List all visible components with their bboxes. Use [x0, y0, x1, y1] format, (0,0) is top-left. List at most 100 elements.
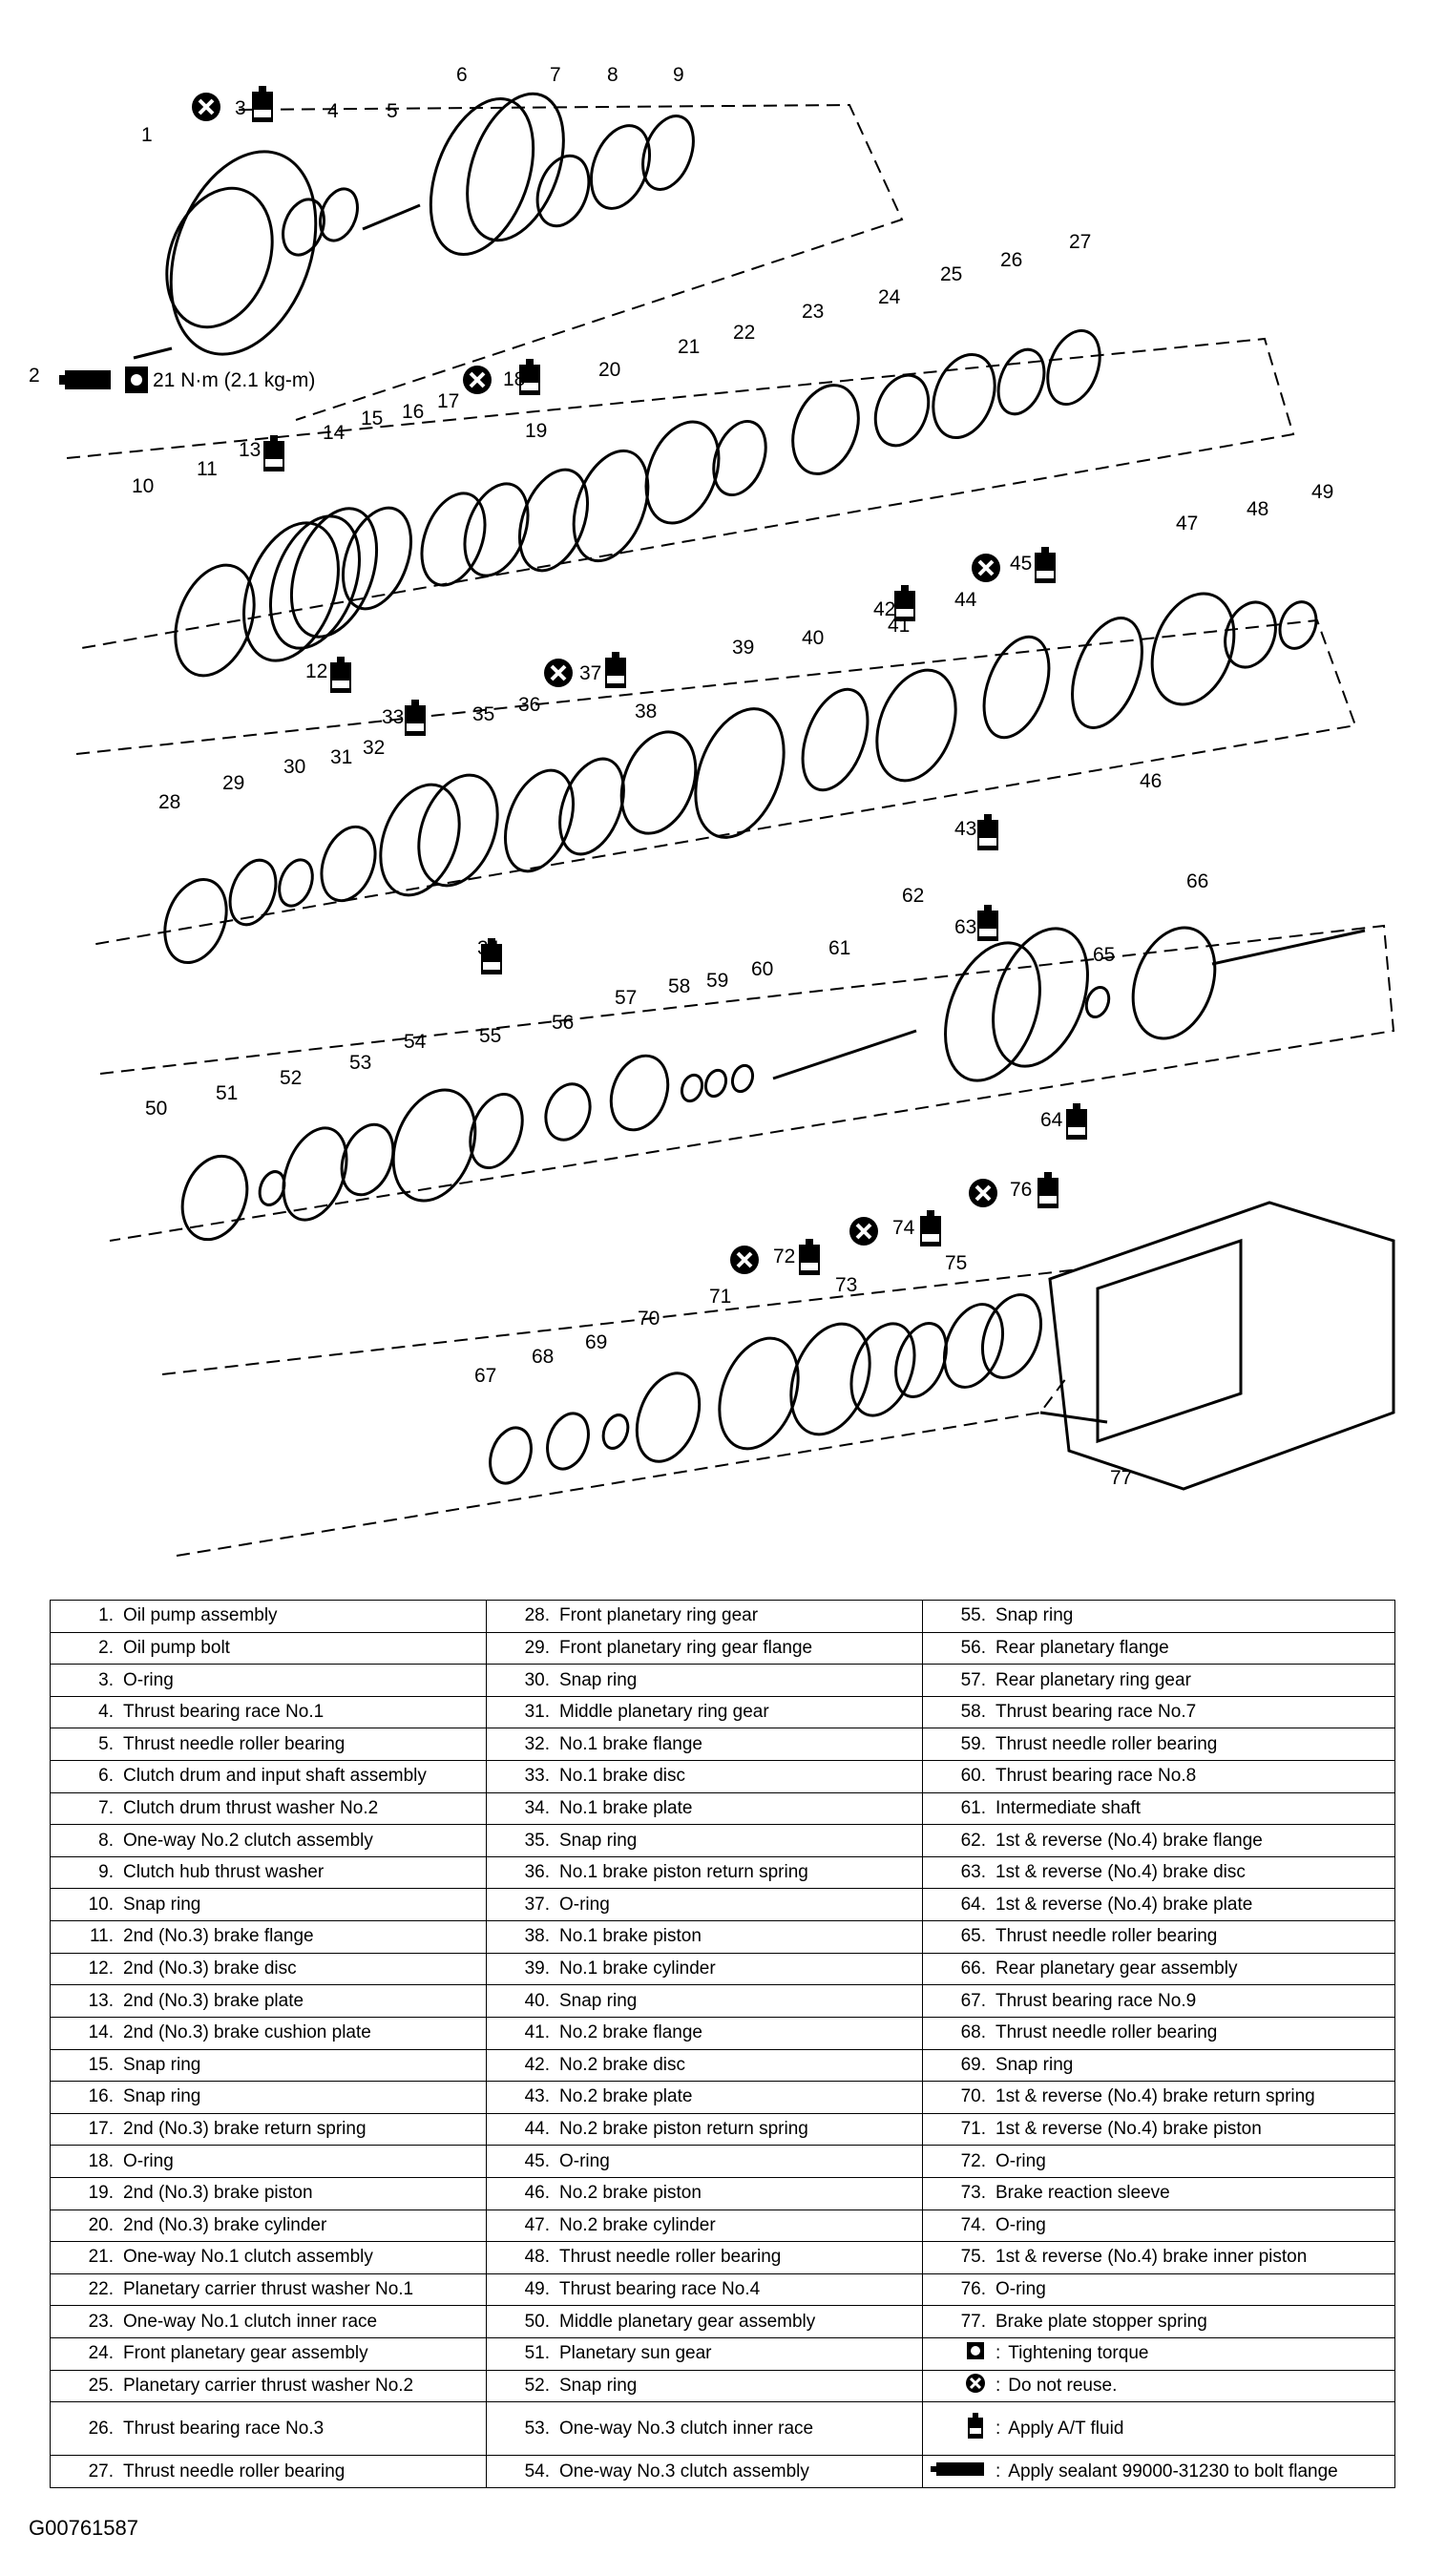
callout-55: 55	[479, 1025, 501, 1047]
part-name: 1st & reverse (No.4) brake flange	[995, 1830, 1263, 1851]
part-cell: 41.No.2 brake flange	[486, 2016, 923, 2050]
part-name: Rear planetary ring gear	[995, 1669, 1191, 1690]
part-cell: 34.No.1 brake plate	[486, 1791, 923, 1826]
part-number: 21.	[88, 2247, 114, 2268]
part-name: Clutch hub thrust washer	[123, 1862, 325, 1883]
part-number: 73.	[960, 2183, 986, 2204]
callout-72: 72	[773, 1246, 795, 1267]
part-number: 76.	[960, 2279, 986, 2300]
part-number: 55.	[960, 1605, 986, 1626]
part-number: 50.	[524, 2311, 550, 2332]
row2-parts	[174, 328, 1101, 678]
legend-colon: :	[995, 2461, 1001, 2482]
part-name: Front planetary gear assembly	[123, 2343, 368, 2364]
callout-54: 54	[404, 1031, 427, 1053]
part-name: No.1 brake flange	[559, 1733, 702, 1754]
callout-35: 35	[472, 703, 494, 725]
part-cell: 49.Thrust bearing race No.4	[486, 2272, 923, 2307]
part-cell: 21. One-way No.1 clutch assembly	[50, 2241, 487, 2274]
callout-65: 65	[1093, 944, 1115, 966]
part-cell: 39.No.1 brake cylinder	[486, 1952, 923, 1986]
part-number: 74.	[960, 2214, 986, 2235]
part-name: No.2 brake plate	[559, 2086, 693, 2107]
callout-49: 49	[1311, 481, 1333, 503]
part-name: Thrust bearing race No.9	[995, 1990, 1197, 2011]
group-boundaries	[66, 103, 1395, 1557]
part-cell: 56.Rear planetary flange	[922, 1631, 1395, 1665]
part-cell: 69.Snap ring	[922, 2048, 1395, 2083]
part-number: 63.	[960, 1862, 986, 1883]
part-name: 2nd (No.3) brake cushion plate	[123, 2022, 371, 2043]
callout-31: 31	[330, 746, 352, 768]
part-cell: 14.2nd (No.3) brake cushion plate	[50, 2016, 487, 2050]
callout-68: 68	[532, 1346, 554, 1368]
part-cell: 72.O-ring	[922, 2145, 1395, 2178]
part-cell: 57. Rear planetary ring gear	[922, 1664, 1395, 1697]
part-cell: 19.2nd (No.3) brake piston	[50, 2176, 487, 2210]
part-cell: 12.2nd (No.3) brake disc	[50, 1952, 487, 1986]
part-cell: 77.Brake plate stopper spring	[922, 2305, 1395, 2339]
part-cell: 16.Snap ring	[50, 2081, 487, 2114]
part-number: 29.	[524, 1637, 550, 1658]
part-name: Snap ring	[995, 2054, 1074, 2075]
part-cell: 46.No.2 brake piston	[486, 2176, 923, 2210]
part-cell: 48.Thrust needle roller bearing	[486, 2241, 923, 2274]
callout-40: 40	[802, 627, 824, 649]
part-number: 65.	[960, 1926, 986, 1947]
part-cell: 3.O-ring	[50, 1664, 487, 1697]
part-cell: 71.1st & reverse (No.4) brake piston	[922, 2112, 1395, 2147]
part-cell: 25.Planetary carrier thrust washer No.2	[50, 2369, 487, 2403]
part-number: 19.	[88, 2183, 114, 2204]
part-cell: 36.No.1 brake piston return spring	[486, 1855, 923, 1890]
part-number: 24.	[88, 2343, 114, 2364]
part-name: One-way No.1 clutch assembly	[123, 2247, 373, 2268]
part-name: One-way No.3 clutch assembly	[559, 2461, 809, 2482]
part-number: 44.	[524, 2119, 550, 2140]
part-name: Snap ring	[123, 2086, 201, 2107]
legend-cell-fluid: :Apply A/T fluid	[922, 2401, 1395, 2457]
part-name: Thrust needle roller bearing	[123, 1733, 346, 1754]
legend-text: Do not reuse.	[1008, 2375, 1118, 2396]
sealant-icon	[931, 2461, 992, 2483]
part-name: Snap ring	[123, 2054, 201, 2075]
part-number: 57.	[960, 1669, 986, 1690]
callout-14: 14	[323, 422, 346, 444]
part-number: 22.	[88, 2279, 114, 2300]
part-cell: 75.1st & reverse (No.4) brake inner pist…	[922, 2241, 1395, 2274]
part-number: 68.	[960, 2022, 986, 2043]
part-number: 49.	[524, 2279, 550, 2300]
part-name: Thrust bearing race No.7	[995, 1702, 1197, 1723]
part-number: 59.	[960, 1733, 986, 1754]
callout-24: 24	[878, 286, 901, 308]
part-cell: 67.Thrust bearing race No.9	[922, 1984, 1395, 2018]
part-cell: 11.2nd (No.3) brake flange	[50, 1920, 487, 1954]
row5-parts	[489, 1201, 1395, 1491]
part-cell: 26.Thrust bearing race No.3	[50, 2401, 487, 2457]
callout-5: 5	[387, 100, 398, 122]
part-name: Front planetary ring gear flange	[559, 1637, 813, 1658]
part-number: 34.	[524, 1797, 550, 1818]
part-name: Thrust needle roller bearing	[995, 2022, 1218, 2043]
part-cell: 45.O-ring	[486, 2145, 923, 2178]
callout-51: 51	[216, 1082, 238, 1104]
part-number: 11.	[89, 1926, 114, 1947]
callout-10: 10	[132, 475, 154, 497]
part-number: 6.	[98, 1766, 114, 1787]
part-cell: 54.One-way No.3 clutch assembly	[486, 2455, 923, 2488]
part-name: Oil pump bolt	[123, 1637, 230, 1658]
part-number: 9.	[98, 1862, 114, 1883]
part-number: 15.	[88, 2054, 114, 2075]
part-cell: 29. Front planetary ring gear flange	[486, 1631, 923, 1665]
part-number: 47.	[524, 2214, 550, 2235]
part-cell: 42.No.2 brake disc	[486, 2048, 923, 2083]
part-cell: 10.Snap ring	[50, 1888, 487, 1922]
sealant-tube-icon	[931, 2461, 984, 2476]
